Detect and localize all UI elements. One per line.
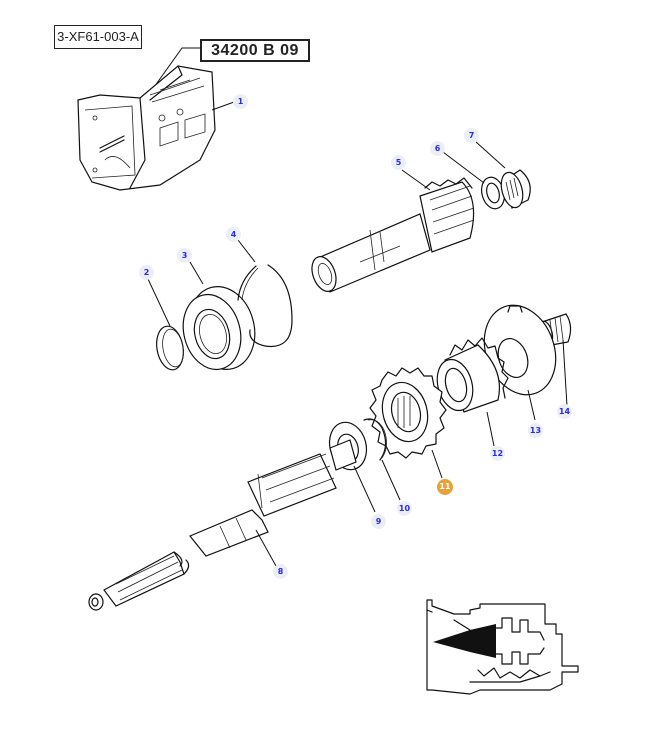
callout-6[interactable]: 6: [430, 141, 445, 156]
callout-5[interactable]: 5: [391, 155, 406, 170]
callout-11-selected[interactable]: 11: [437, 479, 453, 495]
callout-14[interactable]: 14: [557, 404, 572, 419]
leader-4: [237, 239, 256, 263]
leader-8: [255, 529, 277, 567]
gear-12-drawing: [436, 337, 509, 413]
leader-3: [189, 261, 204, 285]
callout-1[interactable]: 1: [233, 94, 248, 109]
leader-9: [353, 465, 376, 513]
cross-section-inset: [426, 599, 579, 695]
leader-13: [527, 389, 536, 421]
snap-ring-drawing: [156, 325, 184, 371]
gear-11-drawing: [369, 367, 447, 459]
callout-7[interactable]: 7: [464, 128, 479, 143]
bearing-race-drawing: [480, 176, 506, 210]
leader-1: [211, 101, 235, 111]
leader-10: [381, 459, 401, 501]
callout-10[interactable]: 10: [397, 501, 412, 516]
leader-5: [401, 169, 431, 191]
callout-3[interactable]: 3: [177, 248, 192, 263]
callout-2[interactable]: 2: [139, 265, 154, 280]
circlip-drawing: [237, 264, 293, 348]
transmission-housing-drawing: [77, 65, 216, 191]
needle-bearing-drawing: [500, 169, 531, 209]
group-code-label: 34200 B 09: [200, 39, 310, 62]
leader-11: [431, 449, 443, 479]
leader-6: [442, 151, 485, 184]
callout-8[interactable]: 8: [273, 564, 288, 579]
callout-12[interactable]: 12: [490, 446, 505, 461]
diagram-reference-code: 3-XF61-003-A: [54, 25, 142, 49]
callout-4[interactable]: 4: [226, 227, 241, 242]
ball-bearing-drawing: [182, 285, 256, 371]
main-shaft-drawing: [88, 439, 357, 611]
leader-14: [562, 339, 568, 407]
retaining-ring-drawing: [363, 418, 387, 461]
leader-7: [475, 141, 506, 169]
callout-9[interactable]: 9: [371, 514, 386, 529]
input-shaft-gear-drawing: [311, 177, 475, 293]
leader-12: [486, 411, 495, 447]
leader-2: [147, 278, 171, 327]
callout-13[interactable]: 13: [528, 423, 543, 438]
